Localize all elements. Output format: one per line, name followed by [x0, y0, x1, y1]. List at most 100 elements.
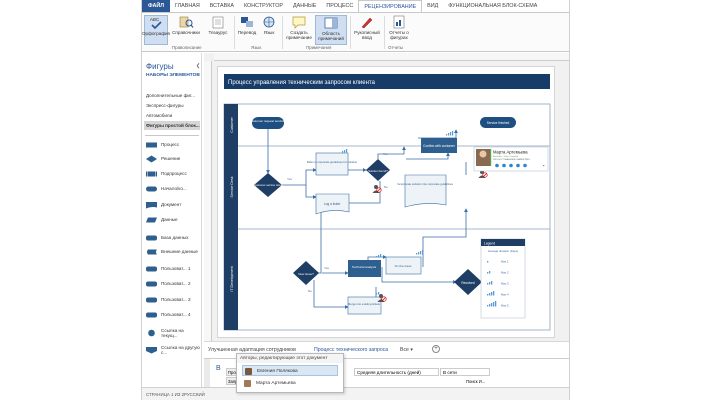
- shape-master[interactable]: Пользоват... 2: [145, 280, 201, 288]
- language-icon: [263, 16, 275, 28]
- shape-master[interactable]: Процесс: [145, 141, 201, 149]
- node-refer-guidelines[interactable]: [315, 152, 349, 176]
- shape-master[interactable]: Ссылка на другую с...: [145, 345, 201, 356]
- shape-master-icon: [146, 297, 157, 303]
- shape-master[interactable]: Данные: [145, 216, 201, 224]
- data-pane-glyph: B: [216, 365, 221, 372]
- shape-master[interactable]: Внешние данные: [145, 248, 201, 256]
- shape-master-icon: [146, 171, 157, 177]
- shape-master-label: Подпроцесс: [161, 171, 187, 177]
- shape-master-icon: [146, 235, 157, 241]
- page-tab-tech-request[interactable]: Процесс технического запроса: [314, 347, 389, 353]
- stencils-heading: НАБОРЫ ЭЛЕМЕНТОВ: [146, 73, 200, 78]
- lane-label-service-desk: Service Desk: [230, 176, 234, 197]
- shape-master-label: Пользоват... 4: [161, 312, 191, 318]
- comment-badge-icon[interactable]: [372, 185, 382, 193]
- data-pane-handle[interactable]: [204, 359, 210, 388]
- contact-card[interactable]: Марта Артемьева Available - Video Capabl…: [473, 146, 549, 172]
- shape-master-icon: [146, 155, 157, 163]
- co-authors-popup: Авторы, редактирующие этот документ Евге…: [236, 353, 344, 393]
- ribbon-tab[interactable]: ГЛАВНАЯ: [175, 3, 200, 9]
- shape-master[interactable]: Ссылка на текущ...: [145, 328, 201, 339]
- node-resolved[interactable]: [454, 269, 482, 295]
- ribbon-tab[interactable]: ВИД: [427, 3, 439, 9]
- comment-badge-icon[interactable]: [377, 294, 387, 302]
- references-button[interactable]: Справочники: [170, 15, 202, 45]
- node-merge-tickets[interactable]: [347, 296, 382, 315]
- ribbon-tab[interactable]: ВСТАВКА: [209, 3, 234, 9]
- lane-service-desk[interactable]: [224, 146, 238, 229]
- node-service-finished-label: Service finished: [487, 121, 510, 125]
- legend-item-label: Max 1: [501, 260, 509, 264]
- stencil-item[interactable]: Дополнительные фиг...: [146, 93, 195, 98]
- author-item-polyakova[interactable]: Евгения Полякова: [242, 365, 338, 376]
- node-technical-analysis-label: Technical analysis: [352, 265, 377, 269]
- ribbon-tab[interactable]: ПРОЦЕСС: [326, 3, 354, 9]
- data-value-status[interactable]: Поиск И...: [466, 379, 486, 384]
- group-comments-label: Примечания: [306, 45, 332, 50]
- author-item-artemyeva[interactable]: Марта Артемьева: [242, 378, 338, 389]
- all-pages-button[interactable]: Все ▾: [400, 347, 413, 353]
- shape-reports-label: Отчеты о фигурах: [389, 30, 409, 41]
- collapse-chevron-icon[interactable]: ❮: [196, 63, 201, 69]
- node-customer-service-issue[interactable]: [254, 173, 282, 197]
- ribbon-tab[interactable]: ФАЙЛ: [142, 0, 171, 12]
- shape-master[interactable]: База данных: [145, 234, 201, 242]
- shape-master-label: Решение: [161, 156, 181, 162]
- ribbon-tab[interactable]: ФУНКЦИОНАЛЬНАЯ БЛОК-СХЕМА: [448, 3, 538, 9]
- shape-master-icon: [146, 347, 157, 354]
- shape-master[interactable]: Пользоват... 1: [145, 265, 201, 273]
- legend-item: Max 3: [487, 281, 509, 286]
- translate-button[interactable]: Перевод: [236, 15, 258, 45]
- legend-item-label: Max 4: [501, 293, 509, 297]
- stencil-item[interactable]: Автомобили: [146, 113, 173, 118]
- add-page-button[interactable]: +: [432, 345, 440, 353]
- node-customer-request[interactable]: [252, 117, 284, 129]
- contact-expand-icon[interactable]: ▾: [543, 164, 545, 168]
- contact-actions[interactable]: [495, 163, 527, 168]
- comments-pane-button[interactable]: Область примечаний: [315, 15, 347, 45]
- node-new-issue-shape[interactable]: [293, 261, 319, 285]
- shape-master[interactable]: Пользоват... 4: [145, 311, 201, 319]
- lane-it-development[interactable]: [224, 229, 238, 330]
- language-indicator[interactable]: РУССКИЙ: [184, 392, 205, 397]
- ink-button[interactable]: Рукописный ввод: [352, 15, 382, 45]
- language-button[interactable]: Язык: [259, 15, 279, 45]
- node-solution-found[interactable]: [366, 159, 390, 181]
- language-label: Язык: [263, 30, 275, 35]
- connectors: [266, 129, 478, 309]
- shape-reports-button[interactable]: Отчеты о фигурах: [386, 15, 412, 45]
- shape-master[interactable]: Решение: [145, 155, 201, 163]
- node-refer-guidelines-label: Refer to corporate guidelines for soluti…: [307, 160, 358, 164]
- diagram-title: Процесс управления техническим запросом …: [228, 80, 376, 86]
- edge-label-no: No: [308, 289, 312, 293]
- ribbon-tab[interactable]: КОНСТРУКТОР: [243, 3, 283, 9]
- stencil-item[interactable]: Фигуры простой блок...: [144, 121, 200, 130]
- thesaurus-button[interactable]: Тезаурус: [204, 15, 232, 45]
- node-technical-analysis[interactable]: [348, 260, 381, 277]
- page-indicator[interactable]: СТРАНИЦА 1 ИЗ 2: [146, 392, 185, 397]
- svg-text:ABC: ABC: [150, 17, 160, 22]
- ribbon-separator: [282, 16, 283, 49]
- node-service-finished[interactable]: [480, 117, 516, 128]
- diagram-title-banner: [224, 74, 550, 89]
- drawing-page[interactable]: Процесс управления техническим запросом …: [217, 66, 555, 338]
- node-fix-issue[interactable]: [385, 256, 422, 275]
- ribbon-tab[interactable]: ДАННЫЕ: [293, 3, 317, 9]
- node-confirm-with-customer[interactable]: [421, 138, 457, 153]
- ribbon-tab[interactable]: РЕЦЕНЗИРОВАНИЕ: [358, 0, 423, 12]
- shape-master[interactable]: Пользоват... 3: [145, 296, 201, 304]
- stencil-item[interactable]: Экспресс-фигуры: [146, 103, 184, 108]
- shape-master[interactable]: Документ: [145, 201, 201, 209]
- node-log-ticket[interactable]: [315, 193, 350, 215]
- node-incorporate-solution[interactable]: [404, 174, 447, 208]
- spelling-button[interactable]: ABC Орфография: [142, 15, 170, 45]
- shape-master[interactable]: Подпроцесс: [145, 170, 201, 178]
- shape-master-icon: [146, 186, 157, 192]
- ribbon-separator: [384, 16, 385, 49]
- shape-master[interactable]: Начало/ко...: [145, 185, 201, 193]
- new-comment-button[interactable]: Создать примечание: [284, 15, 314, 45]
- lane-customer[interactable]: [224, 104, 238, 146]
- legend-title: Legend: [484, 242, 495, 246]
- page-tab-onboarding[interactable]: Улучшенная адаптация сотрудников: [208, 347, 296, 353]
